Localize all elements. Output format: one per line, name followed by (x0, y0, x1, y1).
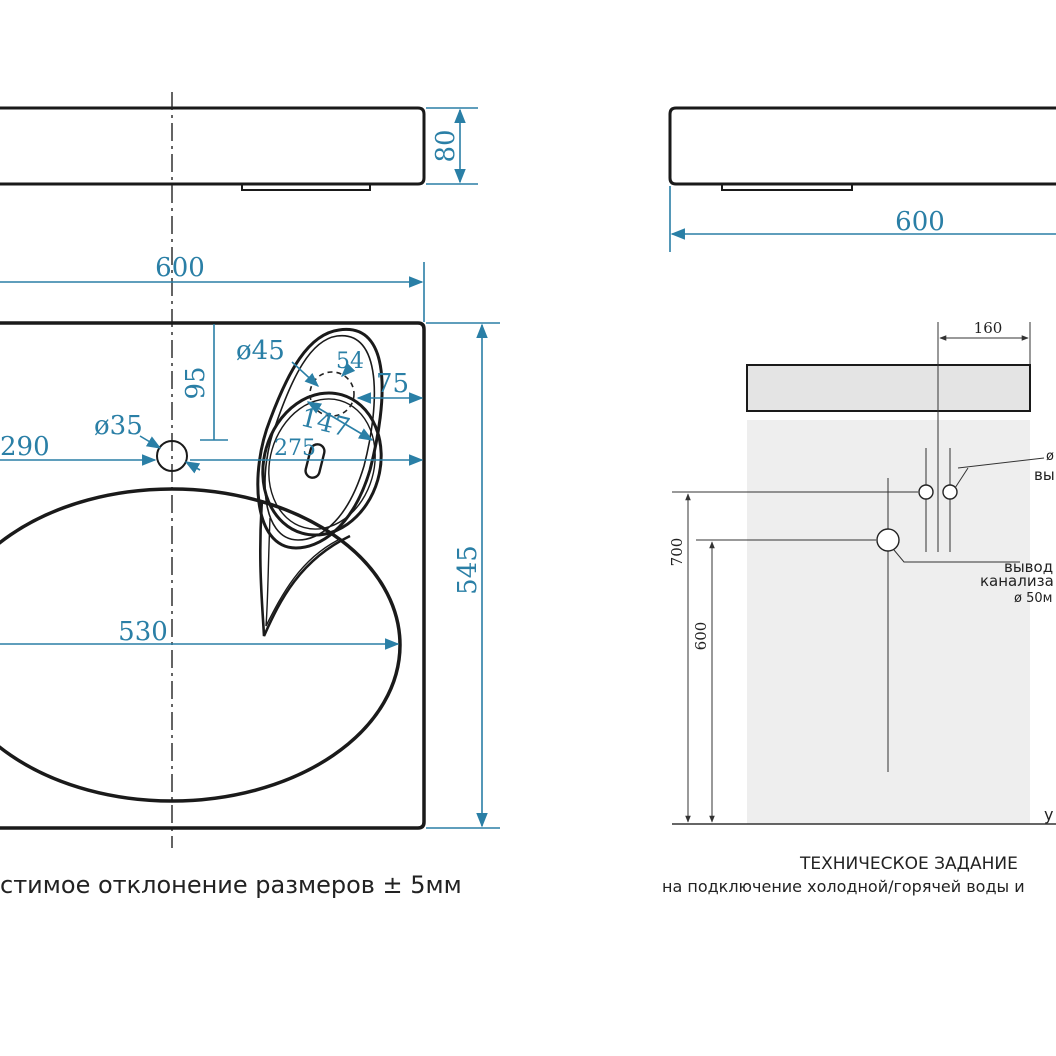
sewage-outlet-circle (876, 528, 900, 552)
label-kanaliz: канализа (980, 572, 1054, 590)
left-side-profile: 80 (0, 106, 478, 191)
dim-54-label: 54 (336, 349, 364, 374)
tap-hole (156, 440, 188, 472)
dim-95: 95 (181, 324, 228, 441)
dim-54: 54 (336, 349, 364, 378)
dim-width-600-label: 600 (155, 253, 205, 283)
tech-subtitle: на подключение холодной/горячей воды и (662, 877, 1025, 896)
basin-top-view (0, 321, 426, 830)
water-outlets: ø вы (918, 448, 1055, 552)
sewage-outlet: вывод канализа ø 50м (876, 478, 1054, 772)
label-o-top: ø (1046, 449, 1054, 464)
dim-height-80: 80 (431, 129, 461, 162)
label-vy-top: вы (1034, 466, 1055, 484)
dim-600-height-label: 600 (692, 622, 710, 651)
dim-290-275: 290 275 (0, 432, 424, 466)
dim-530: 530 (0, 617, 400, 650)
dim-75-label: 75 (376, 369, 409, 399)
teardrop-tail (258, 499, 351, 637)
dim-530-label: 530 (118, 617, 168, 647)
dim-160: 160 (937, 319, 1031, 552)
dim-d35-label: ø35 (94, 411, 143, 441)
dim-d45-label: ø45 (236, 336, 285, 366)
dim-d45: ø45 (236, 336, 320, 387)
tolerance-note: стимое отклонение размеров ± 5мм (0, 871, 462, 899)
dim-width-600-right: 600 (669, 186, 1056, 252)
dim-width-600-left: 600 (0, 253, 425, 322)
label-y-bottom: у (1044, 805, 1053, 824)
dim-95-label: 95 (181, 366, 211, 399)
teardrop-outer (256, 328, 384, 550)
dim-75: 75 (356, 369, 424, 404)
hot-water-outlet (942, 484, 958, 500)
dim-275-label: 275 (274, 436, 316, 461)
dim-545-label: 545 (453, 545, 483, 595)
tech-title: ТЕХНИЧЕСКОЕ ЗАДАНИЕ (799, 854, 1018, 874)
dim-700-label: 700 (668, 538, 686, 567)
dim-545: 545 (426, 322, 500, 829)
countertop (746, 364, 1031, 412)
dim-d35: ø35 (94, 411, 201, 474)
label-d50: ø 50м (1014, 591, 1052, 606)
dim-290-label: 290 (0, 432, 50, 462)
label-vyvod: вывод (1004, 558, 1053, 576)
overflow-plate (261, 391, 383, 537)
bowl-outline (0, 487, 402, 803)
drain-circle-dashed (309, 371, 355, 417)
dim-700: 700 (668, 491, 918, 823)
dim-160-label: 160 (974, 319, 1003, 337)
right-side-profile (668, 106, 1056, 191)
cold-water-outlet (918, 484, 934, 500)
dim-600-height: 600 (692, 539, 876, 823)
dim-width-600-right-label: 600 (895, 207, 945, 237)
